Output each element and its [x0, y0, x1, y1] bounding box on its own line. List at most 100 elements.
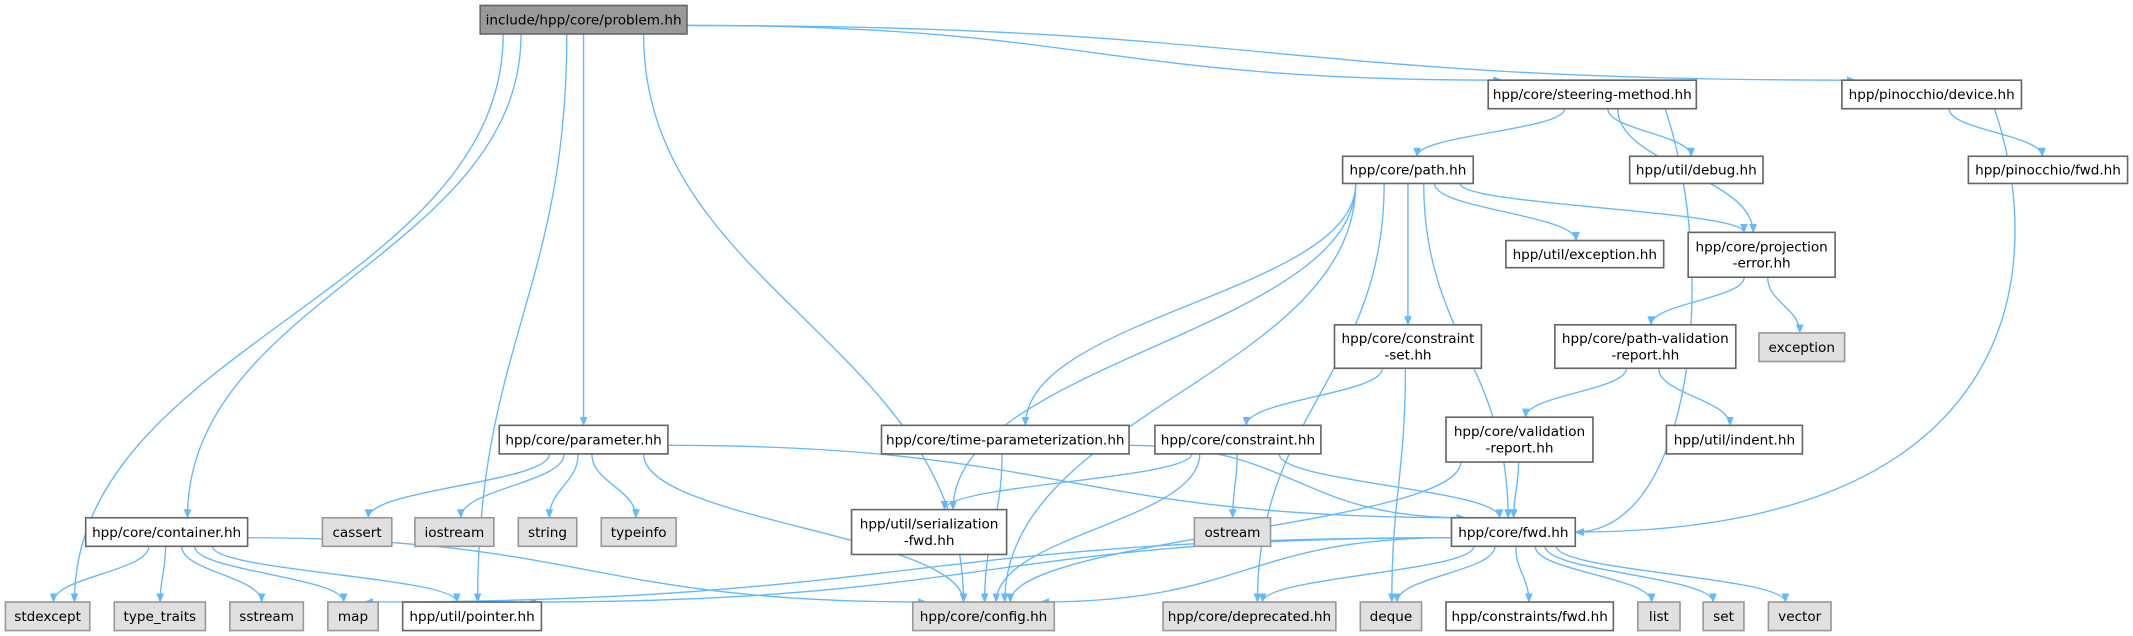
- node-box: [1487, 79, 1698, 110]
- node-label: type_traits: [124, 609, 197, 625]
- edge-fwd-to-pointer: [526, 537, 1452, 606]
- node-box: [1702, 601, 1745, 632]
- node-indent[interactable]: hpp/util/indent.hh: [1665, 424, 1804, 455]
- node-box: [498, 424, 669, 455]
- node-parameter[interactable]: hpp/core/parameter.hh: [498, 424, 669, 455]
- node-label: hpp/util/serialization: [860, 517, 999, 533]
- node-list[interactable]: list: [1637, 601, 1681, 632]
- node-pfwd[interactable]: hpp/pinocchio/fwd.hh: [1967, 155, 2129, 185]
- node-label: map: [338, 609, 368, 625]
- node-label: hpp/core/fwd.hh: [1458, 525, 1568, 541]
- node-box: [1445, 601, 1615, 632]
- node-label: exception: [1769, 340, 1835, 356]
- node-label: hpp/core/path-validation: [1562, 331, 1729, 347]
- edge-cset-to-constraint: [1242, 368, 1384, 427]
- node-problem[interactable]: include/hpp/core/problem.hh: [479, 4, 688, 35]
- node-vector[interactable]: vector: [1767, 601, 1832, 632]
- node-string[interactable]: string: [517, 516, 578, 548]
- node-pointer[interactable]: hpp/util/pointer.hh: [401, 601, 543, 632]
- node-config[interactable]: hpp/core/config.hh: [911, 601, 1056, 632]
- node-iostream[interactable]: iostream: [414, 516, 495, 548]
- edge-fwd-to-set: [1544, 546, 1717, 603]
- node-cset[interactable]: hpp/core/constraint-set.hh: [1333, 323, 1483, 370]
- node-container[interactable]: hpp/core/container.hh: [84, 516, 249, 548]
- node-path[interactable]: hpp/core/path.hh: [1341, 155, 1475, 185]
- node-deprecated[interactable]: hpp/core/deprecated.hh: [1162, 601, 1337, 632]
- node-box: [1333, 323, 1483, 370]
- node-label: hpp/core/config.hh: [920, 609, 1048, 625]
- node-debug[interactable]: hpp/util/debug.hh: [1628, 155, 1764, 185]
- node-label: stdexcept: [14, 609, 81, 625]
- nodes-layer: include/hpp/core/problem.hh hpp/core/stee…: [4, 4, 2129, 632]
- edge-timeparam-to-fwd: [1129, 444, 1467, 522]
- edge-path-to-projerr: [1459, 183, 1748, 234]
- node-box: [1193, 516, 1272, 548]
- edge-constraint-to-fwd: [1278, 453, 1504, 519]
- node-typetraits[interactable]: type_traits: [113, 601, 207, 632]
- edge-pvr-to-vreport: [1522, 368, 1628, 419]
- node-box: [1359, 601, 1423, 632]
- node-serfwd[interactable]: hpp/util/serialization-fwd.hh: [850, 508, 1008, 556]
- node-fwd[interactable]: hpp/core/fwd.hh: [1450, 516, 1577, 548]
- node-label: typeinfo: [611, 525, 667, 541]
- node-label: hpp/constraints/fwd.hh: [1452, 609, 1608, 625]
- node-box: [414, 516, 495, 548]
- node-box: [229, 601, 305, 632]
- edge-vreport-to-fwd: [1509, 462, 1520, 519]
- node-label: -set.hh: [1384, 347, 1431, 363]
- node-box: [600, 516, 677, 548]
- edge-constraint-to-ostream: [1228, 453, 1238, 519]
- node-uexception[interactable]: hpp/util/exception.hh: [1505, 239, 1665, 269]
- node-pvr[interactable]: hpp/core/path-validation-report.hh: [1554, 323, 1737, 370]
- node-box: [4, 601, 91, 632]
- node-constraint[interactable]: hpp/core/constraint.hh: [1154, 424, 1322, 455]
- node-deque[interactable]: deque: [1359, 601, 1423, 632]
- edge-constraint-to-config: [992, 453, 1201, 603]
- edge-container-to-typetraits: [156, 546, 167, 603]
- edge-fwd-to-vector: [1555, 546, 1790, 603]
- node-typeinfo[interactable]: typeinfo: [600, 516, 677, 548]
- node-projerr[interactable]: hpp/core/projection-error.hh: [1687, 231, 1836, 279]
- node-box: [1637, 601, 1681, 632]
- node-box: [479, 4, 688, 35]
- node-label: -error.hh: [1733, 256, 1791, 272]
- node-sstream[interactable]: sstream: [229, 601, 305, 632]
- node-label: -report.hh: [1486, 441, 1554, 457]
- edge-path-to-config: [1000, 183, 1357, 603]
- node-vreport[interactable]: hpp/core/validation-report.hh: [1445, 416, 1594, 463]
- edge-cset-to-deque: [1387, 368, 1407, 603]
- edge-fwd-to-config: [1039, 537, 1452, 606]
- node-set[interactable]: set: [1702, 601, 1745, 632]
- edge-fwd-to-cfwd: [1515, 546, 1533, 603]
- edge-container-to-config: [247, 537, 928, 606]
- node-label: hpp/core/container.hh: [92, 525, 241, 541]
- node-cassert[interactable]: cassert: [321, 516, 393, 548]
- edge-parameter-to-string: [545, 453, 579, 519]
- node-timeparam[interactable]: hpp/core/time-parameterization.hh: [880, 424, 1130, 455]
- node-stdexcept[interactable]: stdexcept: [4, 601, 91, 632]
- edge-parameter-to-cassert: [364, 453, 551, 519]
- node-label: include/hpp/core/problem.hh: [486, 12, 682, 28]
- node-cfwd[interactable]: hpp/constraints/fwd.hh: [1445, 601, 1615, 632]
- node-box: [1505, 239, 1665, 269]
- node-steering[interactable]: hpp/core/steering-method.hh: [1487, 79, 1698, 110]
- node-label: -report.hh: [1611, 347, 1679, 363]
- node-label: iostream: [424, 525, 484, 541]
- edge-fwd-to-deprecated: [1258, 546, 1475, 603]
- node-device[interactable]: hpp/pinocchio/device.hh: [1841, 79, 2023, 110]
- edges-layer: [49, 24, 2046, 606]
- node-label: hpp/core/validation: [1454, 424, 1585, 440]
- node-ostream[interactable]: ostream: [1193, 516, 1272, 548]
- node-label: hpp/pinocchio/fwd.hh: [1975, 163, 2121, 179]
- node-exception[interactable]: exception: [1758, 332, 1846, 363]
- node-box: [1154, 424, 1322, 455]
- edge-device-to-fwd: [1574, 108, 2016, 536]
- edge-parameter-to-typeinfo: [591, 453, 640, 519]
- edge-fwd-to-list: [1534, 546, 1656, 603]
- node-map[interactable]: map: [327, 601, 379, 632]
- edge-problem-to-container: [183, 33, 522, 519]
- edge-parameter-to-config: [642, 453, 968, 603]
- node-box: [850, 508, 1008, 556]
- node-label: hpp/util/pointer.hh: [409, 609, 534, 625]
